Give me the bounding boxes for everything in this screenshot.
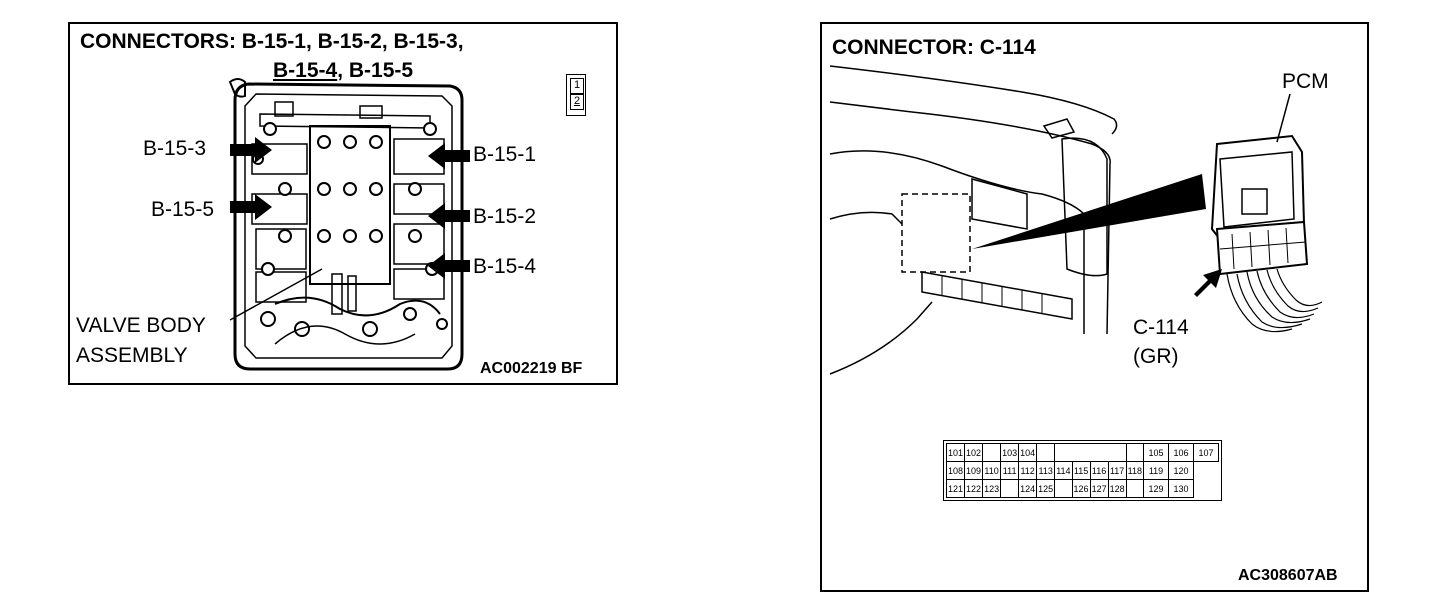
pin-cell: 114: [1054, 461, 1073, 480]
label-b-15-5: B-15-5: [151, 198, 215, 221]
label-b-15-2: B-15-2: [473, 205, 537, 228]
pin-cell: 124: [1018, 479, 1038, 498]
pin-cell: 120: [1168, 461, 1194, 480]
connector-pin-table: 101 102 103 104 105 106 107 108 109 110 …: [943, 440, 1222, 501]
pin-cell: 113: [1036, 461, 1056, 480]
pin-cell: 129: [1143, 479, 1169, 498]
pin-cell: 117: [1107, 461, 1127, 480]
panel-title-line1: CONNECTORS: B-15-1, B-15-2, B-15-3,: [80, 30, 464, 53]
label-assembly: ASSEMBLY: [76, 344, 188, 367]
pin-cell: 115: [1071, 461, 1091, 480]
pin-cell: 106: [1168, 443, 1194, 462]
page-badge: 1 2: [566, 74, 586, 116]
pin-cell-empty: [1036, 443, 1056, 462]
pin-cell: 122: [964, 479, 984, 498]
pin-cell: 101: [945, 443, 966, 462]
figure-code: AC002219 BF: [480, 360, 583, 377]
pin-cell: 121: [945, 479, 966, 498]
pin-cell: 128: [1107, 479, 1127, 498]
pin-cell: 105: [1143, 443, 1169, 462]
figure-code: AC308607AB: [1238, 567, 1338, 584]
pin-cell: 116: [1089, 461, 1109, 480]
label-connector-color: (GR): [1133, 345, 1179, 368]
pin-cell: 112: [1018, 461, 1038, 480]
valve-body-connector-panel: CONNECTORS: B-15-1, B-15-2, B-15-3, B-15…: [68, 22, 618, 385]
pin-cell: 110: [982, 461, 1002, 480]
pin-cell-empty: [1000, 479, 1020, 498]
pin-cell: 103: [1000, 443, 1020, 462]
pin-cell: 118: [1125, 461, 1145, 480]
pin-cell-empty: [982, 443, 1002, 462]
pin-cell: 104: [1018, 443, 1038, 462]
pin-cell: 130: [1168, 479, 1194, 498]
pin-cell: 127: [1089, 479, 1109, 498]
pcm-location-illustration: [829, 65, 1323, 375]
pin-cell: 109: [964, 461, 984, 480]
pin-cell: 108: [945, 461, 966, 480]
pin-cell: 102: [964, 443, 984, 462]
label-pcm: PCM: [1282, 70, 1329, 93]
panel-title: CONNECTOR: C-114: [832, 36, 1036, 59]
pcm-connector-panel: CONNECTOR: C-114 PCM C-114 (GR) 101 102 …: [820, 22, 1369, 592]
pin-cell: 119: [1143, 461, 1169, 480]
pin-cell: 123: [982, 479, 1002, 498]
label-b-15-1: B-15-1: [473, 143, 537, 166]
pin-row-2: 108 109 110 111 112 113 114 115 116 117 …: [945, 461, 1219, 480]
label-connector-c-114: C-114: [1133, 316, 1189, 339]
pin-cell: 125: [1036, 479, 1056, 498]
pin-cell-empty: [1125, 443, 1145, 462]
pin-cell: 126: [1071, 479, 1091, 498]
pin-cell-empty: [1054, 443, 1127, 462]
pin-cell: 107: [1193, 443, 1219, 462]
label-b-15-3: B-15-3: [143, 137, 207, 160]
label-valve-body: VALVE BODY: [76, 314, 206, 337]
badge-page-1: 1: [570, 78, 584, 94]
pin-row-3: 121 122 123 124 125 126 127 128 129 130: [945, 479, 1219, 498]
valve-body-illustration: [228, 78, 470, 371]
title-underlined-connector: B-15-4: [273, 59, 338, 82]
panel-title-line2: B-15-4, B-15-5: [273, 59, 413, 83]
label-b-15-4: B-15-4: [473, 255, 537, 278]
pin-row-1: 101 102 103 104 105 106 107: [945, 443, 1219, 462]
pin-cell-empty: [1125, 479, 1145, 498]
pin-cell: 111: [1000, 461, 1020, 480]
badge-page-2: 2: [570, 94, 584, 110]
pin-cell-empty: [1054, 479, 1073, 498]
title-connector-suffix: , B-15-5: [337, 59, 414, 82]
